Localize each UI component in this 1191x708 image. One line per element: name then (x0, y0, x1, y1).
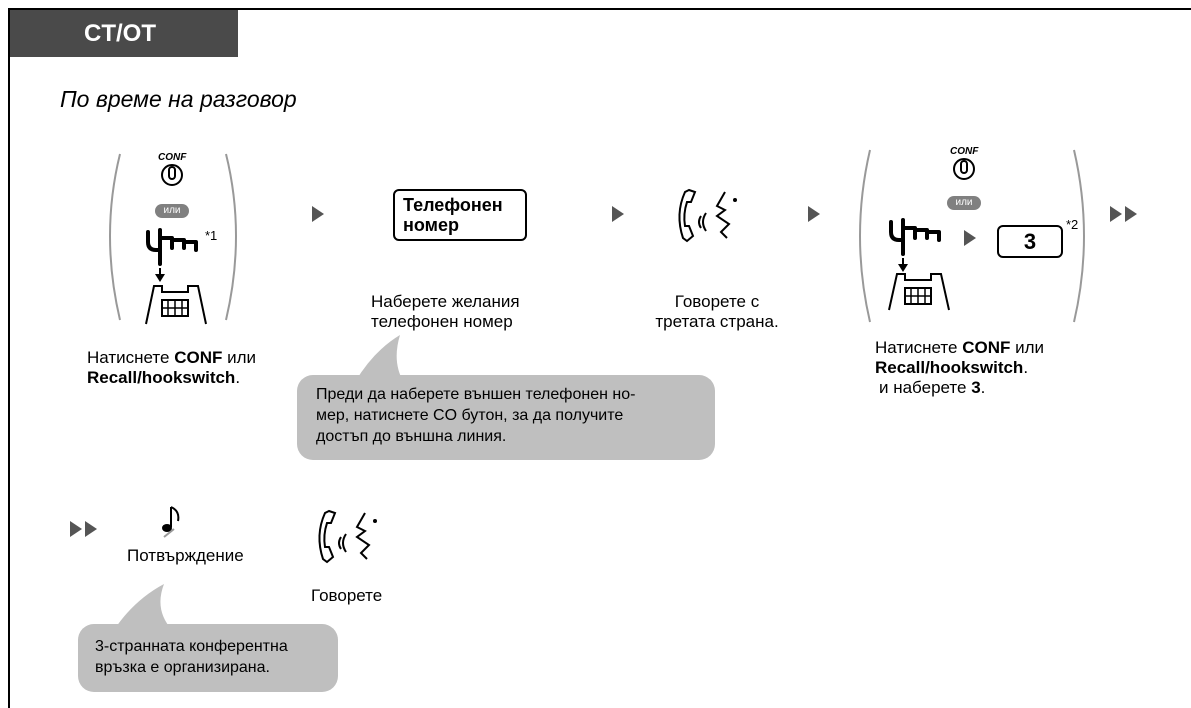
left-bracket (859, 149, 871, 323)
continue-arrow (1110, 206, 1122, 222)
step4-bracket-group (859, 149, 1085, 323)
caption-text: или (1010, 338, 1045, 357)
info-bubble: 3-странната конферентна връзка е организ… (78, 624, 338, 692)
page-subtitle: По време на разговор (60, 86, 297, 112)
caption-text: Натиснете (87, 348, 175, 367)
caption-bold: 3 (971, 378, 981, 397)
caption-text: или (222, 348, 257, 367)
left-bracket (109, 153, 121, 321)
bubble-line: 3-странната конферентна (95, 638, 288, 655)
bubble-line: връзка е организирана. (95, 659, 270, 676)
conf-button-icon[interactable] (952, 157, 976, 181)
caption-text: . (235, 368, 241, 387)
conf-button-label: CONF (158, 152, 187, 163)
or-badge: или (155, 204, 189, 218)
then-arrow (964, 230, 976, 246)
step4-caption: Натиснете CONF или Recall/hookswitch. и … (875, 338, 1044, 398)
caption-text: Натиснете (875, 338, 963, 357)
right-bracket (225, 153, 237, 321)
or-badge: или (947, 196, 981, 210)
conf-button-icon[interactable] (160, 163, 184, 187)
caption-line: Наберете желания (371, 292, 520, 311)
footnote-1: *1 (205, 228, 218, 243)
bubble-line: достъп до външна линия. (316, 428, 507, 445)
phone-number-line2: номер (403, 215, 459, 235)
bubble-line: Преди да наберете външен телефонен но- (316, 386, 636, 403)
conf-button-label: CONF (950, 146, 979, 157)
caption-line: телефонен номер (371, 312, 513, 331)
info-bubble: Преди да наберете външен телефонен но- м… (297, 375, 715, 460)
hookswitch-icon[interactable] (144, 224, 234, 329)
phone-number-line1: Телефонен (403, 195, 503, 215)
step1-bracket-group (109, 153, 237, 321)
hookswitch-icon[interactable] (887, 214, 967, 314)
next-arrow (612, 206, 624, 222)
talk-label: Говорете (311, 586, 383, 605)
step1-caption: Натиснете CONF или Recall/hookswitch. (87, 348, 256, 388)
caption-text: . (1023, 358, 1029, 377)
caption-line: Говорете с (674, 292, 760, 311)
caption-bold: Recall/hookswitch (87, 368, 236, 387)
continue-arrow (1125, 206, 1137, 222)
procedure-frame (8, 8, 1191, 708)
header-tab: CT/OT (10, 10, 238, 57)
continue-arrow (85, 521, 97, 537)
continue-arrow (70, 521, 82, 537)
caption-text: . (980, 378, 986, 397)
caption-bold: CONF (962, 338, 1011, 357)
talk-icon (318, 509, 377, 564)
talk-icon (678, 188, 737, 243)
bubble-tail (114, 584, 172, 630)
confirmation-tone-icon (162, 506, 180, 538)
next-arrow (808, 206, 820, 222)
caption-bold: Recall/hookswitch (875, 358, 1024, 377)
confirmation-tone-label: Потвърждение (127, 546, 244, 565)
step3-caption: Говорете с третата страна. (642, 292, 792, 332)
dial-key-3[interactable]: 3 (997, 225, 1063, 258)
bubble-line: мер, натиснете CO бутон, за да получите (316, 407, 624, 424)
footnote-2: *2 (1066, 217, 1079, 232)
phone-number-button[interactable]: Телефонен номер (393, 189, 527, 241)
caption-bold: CONF (174, 348, 223, 367)
right-bracket (1073, 149, 1085, 323)
caption-line: третата страна. (655, 312, 779, 331)
next-arrow (312, 206, 324, 222)
step2-caption: Наберете желания телефонен номер (371, 292, 520, 332)
caption-text: и наберете (879, 378, 972, 397)
